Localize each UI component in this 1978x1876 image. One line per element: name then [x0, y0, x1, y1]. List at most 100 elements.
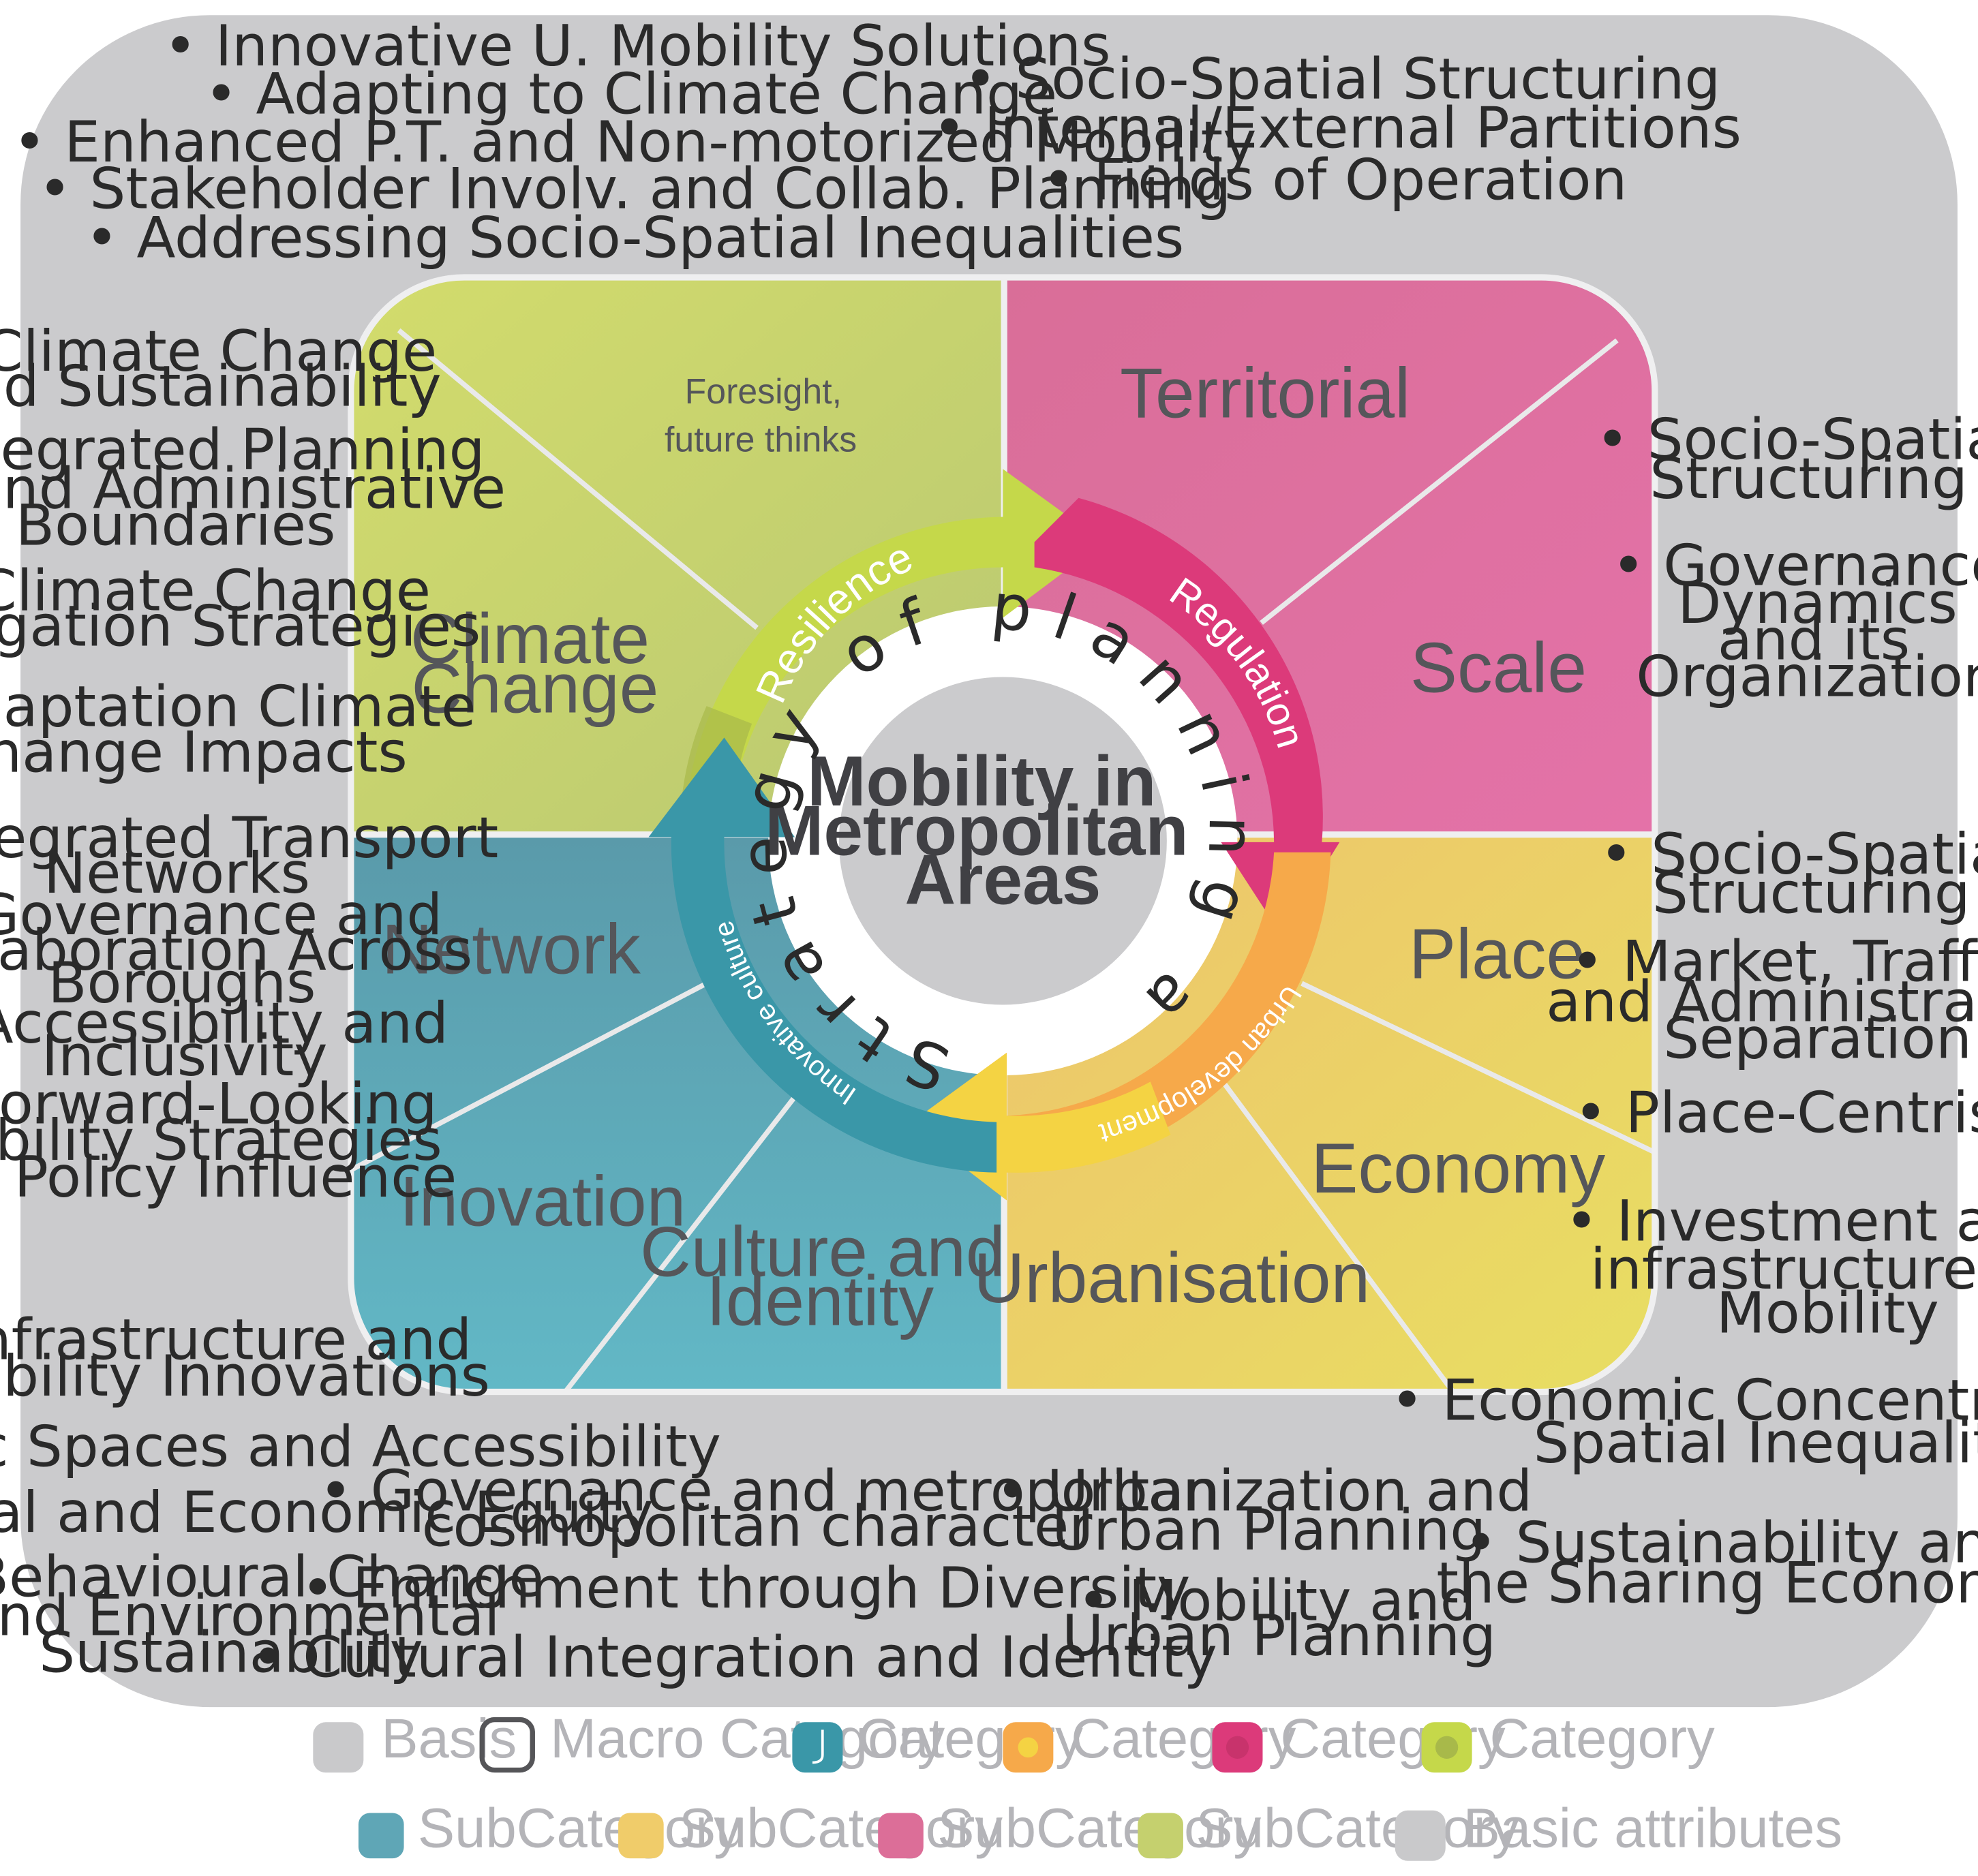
- attribute-item: • Socio-Spatial: [1596, 406, 1978, 472]
- attribute-item: • Sustainability and: [1464, 1509, 1978, 1575]
- attribute-item: • Adapting to Climate Change: [204, 61, 1057, 127]
- legend-swatch-category-teal: [792, 1722, 843, 1773]
- legend-swatch-macro: [479, 1717, 535, 1773]
- legend-swatch-detail: [1018, 1737, 1039, 1758]
- legend-label: SubCategory: [679, 1797, 1003, 1859]
- subcategory-place: Place: [1409, 914, 1585, 994]
- attribute-item: Mitigation Strategies: [0, 593, 481, 659]
- subcategory-territorial: Territorial: [1120, 353, 1410, 432]
- attribute-item: Inclusivity: [42, 1023, 328, 1089]
- subcategory-inovation: Inovation: [399, 1161, 686, 1240]
- attributes-left-upper: • Climate Change and Sustainability • In…: [0, 318, 506, 785]
- attributes-bottom-mid-right: • Urbanization and Urban Planning • Mobi…: [995, 1458, 1532, 1669]
- legend-swatch-sub-teal: [358, 1813, 404, 1859]
- attributes-right-lower: • Socio-Spatial Structuring • Market, Tr…: [1390, 821, 1978, 1616]
- legend-label: SubCategory: [937, 1797, 1261, 1859]
- legend-swatch-detail: [1226, 1736, 1249, 1759]
- attribute-item: • Forward-Looking: [0, 1071, 438, 1137]
- subcategory-economy: Economy: [1311, 1128, 1605, 1208]
- subcategory-scale: Scale: [1410, 628, 1587, 707]
- attribute-item: • Adaptation Climate: [0, 674, 476, 740]
- legend: Basis Macro Category Category Category C…: [313, 1708, 1842, 1861]
- attribute-item: • Internal/External Partitions: [932, 95, 1741, 161]
- attributes-top-left: • Innovative U. Mobility Solutions • Ada…: [13, 13, 1257, 271]
- attribute-item: • Climate Change: [0, 318, 437, 384]
- attribute-item: • Enrichment through Diversity: [301, 1555, 1190, 1621]
- legend-label: SubCategory: [1196, 1797, 1519, 1859]
- attribute-item: • Climate Change: [0, 557, 431, 624]
- attributes-bottom-left: • Infrastructure and Mobility Innovation…: [0, 1306, 721, 1685]
- legend-label: Category: [1490, 1708, 1716, 1770]
- attribute-item: the Sharing Economy: [1436, 1550, 1978, 1616]
- category-ring: [648, 469, 1340, 1201]
- divider-line: [350, 981, 708, 1173]
- attribute-item: Structuring: [1652, 860, 1971, 926]
- attribute-item: • Innovative U. Mobility Solutions: [164, 13, 1110, 79]
- attribute-item: • Governance and: [0, 882, 442, 948]
- legend-label: Basis: [381, 1708, 517, 1770]
- attribute-item: • Fields of Operation: [1042, 147, 1628, 213]
- attribute-item: • Investment and: [1565, 1188, 1978, 1255]
- attribute-item: Collaboration Across: [0, 917, 472, 983]
- attribute-item: Structuring: [1649, 446, 1968, 512]
- attribute-item: • Infrastructure and: [0, 1306, 472, 1372]
- legend-swatch-sub-pink: [878, 1813, 924, 1859]
- divider-line: [1260, 338, 1619, 625]
- attribute-item: • Accessibility and: [0, 990, 448, 1056]
- attribute-item: Networks: [44, 840, 310, 906]
- center-circle: [838, 677, 1167, 1005]
- attribute-item: cosmopolitan character: [422, 1493, 1093, 1559]
- legend-label: Basic attributes: [1463, 1797, 1842, 1859]
- attributes-left-lower: • Integrated Transport Networks • Govern…: [0, 805, 498, 1210]
- attribute-item: • Social and Economic Equity: [0, 1479, 654, 1546]
- attribute-item: • Behavioural Change: [0, 1543, 544, 1610]
- attribute-item: Boroughs: [48, 950, 316, 1016]
- attribute-item: Urban Planning: [1052, 1497, 1486, 1563]
- attribute-item: Organization: [1636, 643, 1978, 709]
- legend-swatch-sub-yellow: [618, 1813, 664, 1859]
- attribute-item: • Socio-Spatial Structuring: [964, 46, 1720, 112]
- legend-swatch-basic-attributes: [1395, 1810, 1446, 1861]
- legend-swatch-detail: [1435, 1736, 1459, 1759]
- subcategory-network: Network: [382, 909, 641, 988]
- attribute-item: Dynamics: [1677, 570, 1958, 636]
- attribute-item: and Policy Influence: [0, 1144, 457, 1210]
- attribute-item: and Administrative: [1546, 969, 1978, 1035]
- attribute-item: • Governance and metropolitan: [319, 1458, 1220, 1524]
- attribute-item: and Environmental: [0, 1583, 500, 1649]
- legend-swatch-detail: [812, 1729, 824, 1764]
- attribute-item: • Socio-Spatial: [1600, 821, 1978, 887]
- attribute-item: • Stakeholder Involv. and Collab. Planni…: [38, 155, 1231, 221]
- center-title: Mobility in Metropolitan Areas: [765, 741, 1208, 919]
- attribute-item: Boundaries: [16, 492, 335, 558]
- attribute-item: • Market, Traffic,: [1570, 928, 1978, 994]
- attribute-item: • Governance: [1612, 532, 1978, 598]
- legend-swatch-basis: [313, 1722, 364, 1773]
- attribute-item: Mobility Innovations: [0, 1343, 490, 1409]
- attribute-item: • Cultural Integration and Identity: [252, 1625, 1217, 1691]
- attribute-item: • Mobility and: [1077, 1567, 1476, 1633]
- attribute-item: infrastructure to: [1590, 1236, 1978, 1302]
- attribute-item: • Economic Concentration: [1390, 1367, 1978, 1433]
- attribute-item: Sustainability: [39, 1619, 423, 1685]
- subcategory-urbanisation: Urbanisation: [973, 1238, 1370, 1317]
- arrow-regulation: [1034, 497, 1340, 936]
- legend-swatch-sub-green: [1138, 1813, 1183, 1859]
- attributes-top-right: • Socio-Spatial Structuring • Internal/E…: [932, 46, 1741, 213]
- attribute-item: • Integrated Planning: [0, 416, 485, 482]
- divider-line: [397, 328, 759, 630]
- attribute-item: Change Impacts: [0, 719, 408, 785]
- attribute-item: • Enhanced P.T. and Non-motorized Mobili…: [13, 109, 1257, 175]
- attribute-item: • Integrated Transport: [0, 805, 498, 871]
- attribute-item: Beyond Administrative: [0, 456, 506, 522]
- divider-line: [563, 1095, 797, 1392]
- attribute-item: Mobility Strategies: [0, 1107, 442, 1173]
- arrow-resilience: [687, 469, 1104, 795]
- attribute-item: • Place-Centrism: [1574, 1079, 1978, 1145]
- attribute-item: Mobility: [1716, 1280, 1939, 1347]
- attribute-item: • Addressing Socio-Spatial Inequalities: [85, 204, 1184, 271]
